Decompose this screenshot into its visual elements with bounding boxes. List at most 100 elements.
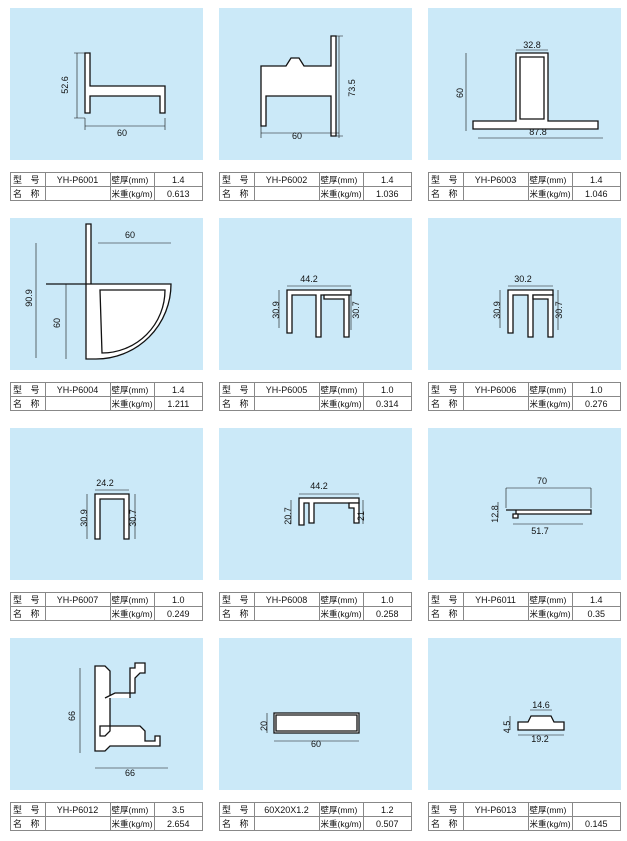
model-label: 型 号 <box>219 382 255 397</box>
dimension-label: 30.7 <box>351 301 361 319</box>
name-value <box>253 186 320 201</box>
weight-label: 米重(kg/m) <box>109 396 155 411</box>
wall-value: 1.4 <box>571 592 622 607</box>
dimension-label: 20.7 <box>283 507 293 525</box>
profile-cross-section: 73.560 <box>260 35 357 141</box>
weight-label: 米重(kg/m) <box>527 396 573 411</box>
name-label: 名 称 <box>10 816 46 831</box>
weight-label: 米重(kg/m) <box>527 186 573 201</box>
model-value: YH-P6004 <box>44 382 111 397</box>
model-value: YH-P6003 <box>462 172 529 187</box>
name-value <box>462 606 529 621</box>
wall-value: 1.4 <box>153 382 204 397</box>
weight-value: 0.145 <box>571 816 622 831</box>
dimension-label: 24.2 <box>96 478 114 488</box>
name-value <box>253 606 320 621</box>
model-value: 60X20X1.2 <box>253 802 320 817</box>
dimension-label: 30.7 <box>554 301 564 319</box>
name-value <box>462 186 529 201</box>
dimension-label: 4.5 <box>502 721 512 734</box>
name-value <box>44 606 111 621</box>
weight-label: 米重(kg/m) <box>318 606 364 621</box>
weight-value: 0.35 <box>571 606 622 621</box>
wall-label: 壁厚(mm) <box>527 592 573 607</box>
dimension-label: 30.9 <box>271 301 281 319</box>
name-label: 名 称 <box>428 606 464 621</box>
name-label: 名 称 <box>428 186 464 201</box>
dimension-label: 21 <box>356 511 366 521</box>
dimension-label: 73.5 <box>347 79 357 97</box>
weight-label: 米重(kg/m) <box>318 816 364 831</box>
wall-label: 壁厚(mm) <box>109 382 155 397</box>
dimension-label: 32.8 <box>523 40 541 50</box>
name-label: 名 称 <box>428 816 464 831</box>
name-value <box>253 396 320 411</box>
weight-value: 1.046 <box>571 186 622 201</box>
model-label: 型 号 <box>428 172 464 187</box>
weight-label: 米重(kg/m) <box>109 606 155 621</box>
weight-value: 0.507 <box>362 816 413 831</box>
model-label: 型 号 <box>10 592 46 607</box>
wall-value: 1.4 <box>362 172 413 187</box>
name-label: 名 称 <box>219 606 255 621</box>
name-label: 名 称 <box>10 186 46 201</box>
wall-label: 壁厚(mm) <box>109 802 155 817</box>
dimension-label: 30.7 <box>128 509 138 527</box>
name-value <box>44 816 111 831</box>
wall-value <box>571 802 622 817</box>
name-label: 名 称 <box>219 186 255 201</box>
model-label: 型 号 <box>428 592 464 607</box>
model-label: 型 号 <box>10 172 46 187</box>
dimension-label: 30.9 <box>79 509 89 527</box>
dimension-label: 87.8 <box>529 127 547 137</box>
model-label: 型 号 <box>219 592 255 607</box>
profile-drawing-panel: 24.2 30.9 30.7 <box>10 428 203 580</box>
dimension-label: 60 <box>125 230 135 240</box>
dimension-label: 30.2 <box>514 274 532 284</box>
profile-cross-section: 24.2 30.9 30.7 <box>79 478 138 540</box>
name-label: 名 称 <box>219 396 255 411</box>
wall-label: 壁厚(mm) <box>527 382 573 397</box>
name-value <box>253 816 320 831</box>
model-label: 型 号 <box>219 172 255 187</box>
dimension-label: 70 <box>537 476 547 486</box>
model-label: 型 号 <box>10 382 46 397</box>
dimension-label: 14.6 <box>532 700 550 710</box>
dimension-label: 60 <box>52 318 62 328</box>
weight-label: 米重(kg/m) <box>318 396 364 411</box>
wall-value: 1.4 <box>153 172 204 187</box>
wall-label: 壁厚(mm) <box>318 382 364 397</box>
weight-value: 0.249 <box>153 606 204 621</box>
dimension-label: 30.9 <box>492 301 502 319</box>
profile-cross-section: 30.2 30.9 30.7 <box>492 274 564 338</box>
name-label: 名 称 <box>428 396 464 411</box>
weight-label: 米重(kg/m) <box>527 606 573 621</box>
wall-value: 1.2 <box>362 802 413 817</box>
model-value: YH-P6012 <box>44 802 111 817</box>
name-label: 名 称 <box>219 816 255 831</box>
wall-label: 壁厚(mm) <box>109 592 155 607</box>
weight-value: 1.211 <box>153 396 204 411</box>
